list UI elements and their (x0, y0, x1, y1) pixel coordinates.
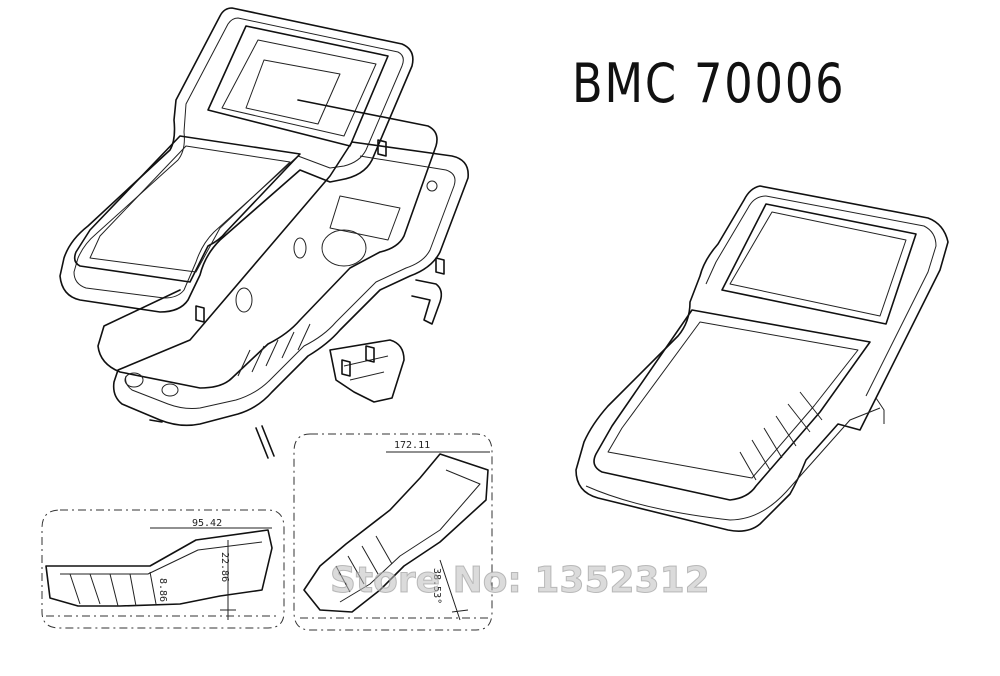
screws (149, 139, 445, 459)
front-view-detail: 172.11 38.53° (293, 433, 493, 631)
product-title: BMC 70006 (572, 52, 846, 115)
assembled-device (575, 185, 949, 532)
dim-front-width: 172.11 (394, 440, 430, 451)
dim-side-height: 22.86 (219, 552, 230, 582)
exploded-view (59, 7, 469, 459)
dim-front-angle: 38.53° (431, 568, 442, 604)
dim-side-small: 8.86 (157, 578, 168, 602)
side-view-detail: 95.42 22.86 8.86 (41, 509, 285, 629)
store-watermark: Store No: 1352312 (330, 560, 711, 602)
dim-side-width: 95.42 (192, 518, 222, 529)
